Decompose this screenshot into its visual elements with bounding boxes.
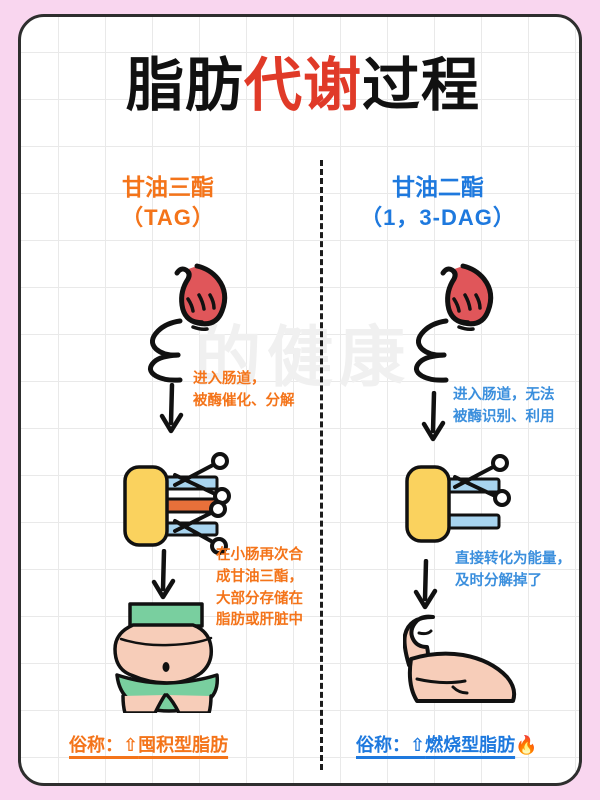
title-part2: 过程 [362,53,481,118]
belly-fat-torso-icon [113,602,220,713]
right-column-header: 甘油二酯 （1，3-DAG） [313,172,563,233]
left-note-2-line4: 脂肪或肝脏中 [216,612,303,629]
scissors-icon [453,454,511,507]
right-footer: 俗称：⇧燃烧型脂肪🔥 [356,731,538,757]
down-arrow-icon [159,383,184,434]
left-footer-label: 俗称： [69,735,123,755]
right-note-2: 直接转化为能量， 及时分解掉了 [455,549,571,593]
left-note-1: 进入肠道， 被酶催化、分解 [193,369,295,413]
column-divider [320,160,323,770]
right-note-1-line1: 进入肠道，无法 [453,387,555,403]
down-arrow-icon [151,549,176,600]
left-note-2-line1: 在小肠再次合 [216,547,303,563]
left-note-2-line3: 大部分存储在 [216,590,303,607]
left-note-2: 在小肠再次合 成甘油三酯， 大部分存储在 脂肪或肝脏中 [216,545,303,632]
title-part1: 脂肪 [125,53,244,118]
scissors-icon [173,500,228,555]
right-footer-arrow: ⇧ [410,735,426,755]
right-footer-label: 俗称： [356,735,410,755]
stomach-intestine-icon [148,263,228,383]
page-title: 脂肪代谢过程 [21,57,579,115]
left-header-main: 甘油三酯 [122,174,214,200]
right-header-main: 甘油二酯 [392,174,484,200]
watermark-text: 的健康 [195,320,411,394]
left-note-1-line2: 被酶催化、分解 [193,392,295,409]
stomach-intestine-icon [414,263,494,383]
right-note-1: 进入肠道，无法 被酶识别、利用 [453,385,555,429]
triglyceride-scissors-icon [123,452,231,555]
right-note-2-line1: 直接转化为能量， [455,551,571,567]
right-footer-text: 燃烧型脂肪 [425,735,516,755]
left-footer: 俗称：⇧囤积型脂肪 [69,731,228,757]
left-note-2-line2: 成甘油三酯， [216,568,303,585]
down-arrow-icon [413,559,438,610]
flexed-bicep-icon [403,614,517,703]
left-footer-arrow: ⇧ [123,735,139,755]
right-note-2-line2: 及时分解掉了 [455,572,542,589]
title-highlight: 代谢 [243,53,362,118]
left-footer-text: 囤积型脂肪 [138,735,229,755]
left-column-header: 甘油三酯 （TAG） [43,172,293,233]
right-note-1-line2: 被酶识别、利用 [453,408,555,425]
content-card: 的健康 脂肪代谢过程 甘油三酯 （TAG） 甘油二酯 （1，3-DAG） [18,14,582,786]
diglyceride-scissors-icon [405,454,511,543]
left-header-sub: （TAG） [121,205,215,231]
left-note-1-line1: 进入肠道， [193,371,266,387]
fire-icon: 🔥 [515,735,538,755]
down-arrow-icon [421,391,446,442]
right-header-sub: （1，3-DAG） [360,205,516,231]
